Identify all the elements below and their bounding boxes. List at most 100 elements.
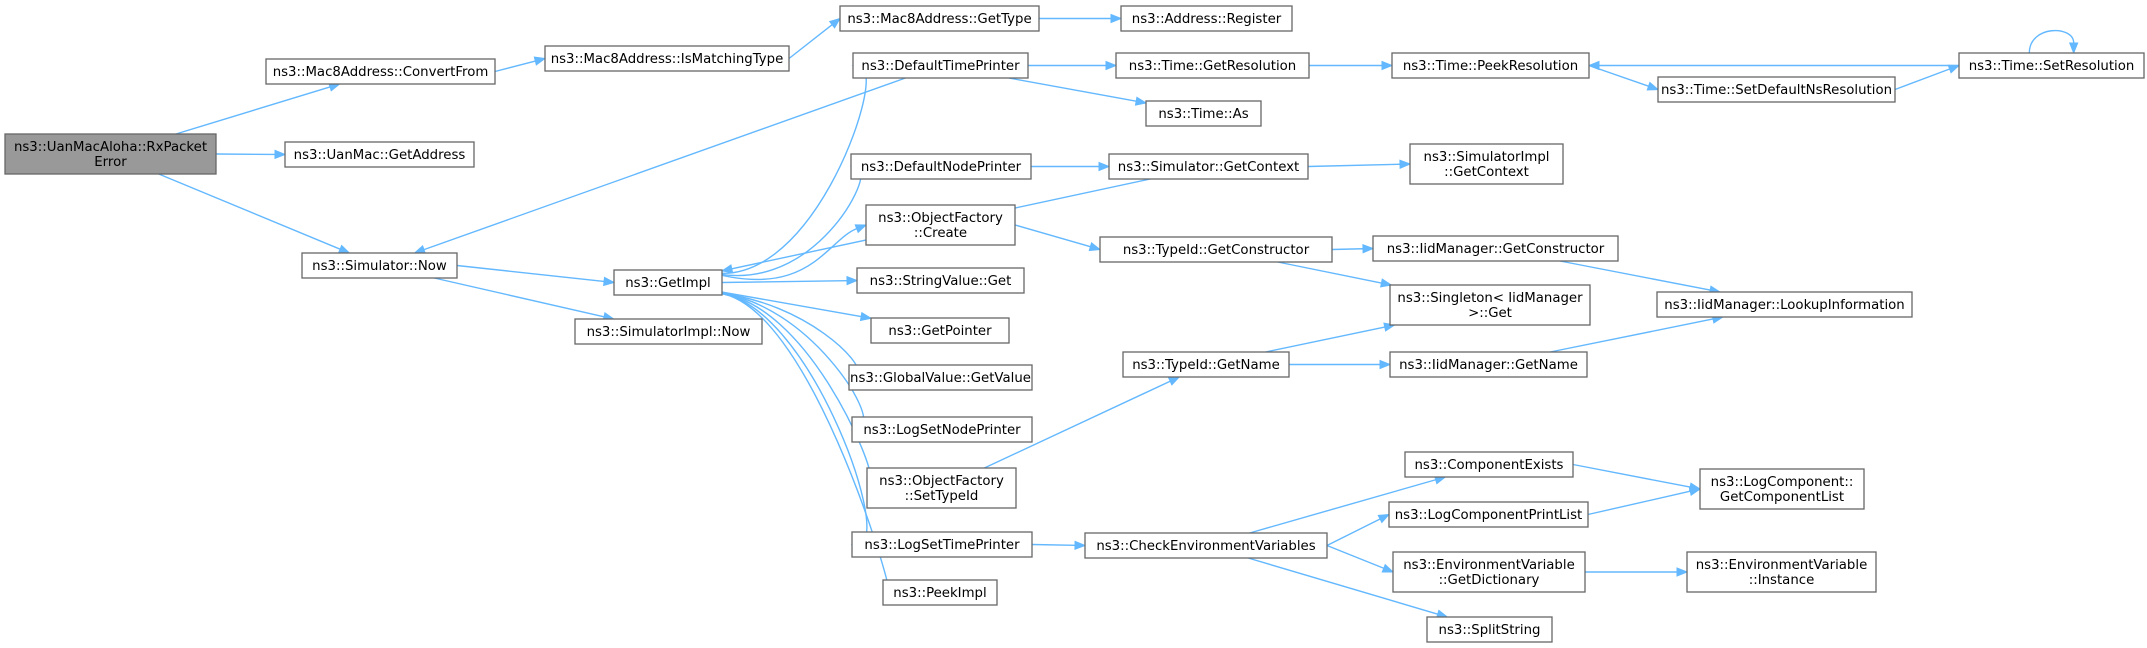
edge-line [1572,463,1691,488]
edge-envgetdict-to-envinstance [1585,567,1689,577]
node-deftimeprinter[interactable]: ns3::DefaultTimePrinter [852,52,1029,79]
node-label: ns3::StringValue::Get [870,274,1012,289]
node-ismatching[interactable]: ns3::Mac8Address::IsMatchingType [544,45,790,72]
node-setdefaultns[interactable]: ns3::Time::SetDefaultNsResolution [1657,76,1896,103]
node-gettype[interactable]: ns3::Mac8Address::GetType [839,5,1040,32]
node-label: ns3::Mac8Address::IsMatchingType [551,52,784,67]
edge-arrowhead [1381,60,1394,71]
node-box [1389,284,1591,326]
node-simgetcontext[interactable]: ns3::Simulator::GetContext [1108,153,1309,180]
node-box [1145,100,1262,127]
node-label: ::Instance [1749,573,1815,588]
edge-arrowhead [1587,60,1600,71]
node-label: ns3::LogComponentPrintList [1395,508,1583,523]
node-box [882,579,998,606]
node-label: ns3::Simulator::GetContext [1118,160,1299,175]
edge-arrowhead [1362,244,1375,254]
node-peekimpl[interactable]: ns3::PeekImpl [882,579,998,606]
edge-rx-to-convertfrom [175,82,341,135]
node-label: ns3::GetPointer [888,324,992,339]
node-ofsettypeid[interactable]: ns3::ObjectFactory::SetTypeId [866,467,1017,509]
edge-defnodeprinter-to-simgetcontext [1031,161,1111,172]
node-box [544,45,790,72]
node-box [1099,236,1333,263]
edge-arrowhead [1105,60,1118,71]
edge-rx-to-getaddress [215,149,287,160]
edge-arrowhead [1134,96,1148,106]
node-checkenv[interactable]: ns3::CheckEnvironmentVariables [1084,532,1328,559]
node-label: ns3::IidManager::LookupInformation [1664,298,1904,313]
edge-line [1559,260,1711,291]
node-label: ns3::DefaultNodePrinter [861,160,1022,175]
node-simimplgetcontext[interactable]: ns3::SimulatorImpl::GetContext [1409,143,1564,185]
edge-setresolution-to-peekresolution [1587,60,1959,71]
edge-arrowhead [1379,359,1392,370]
node-typeidgetname[interactable]: ns3::TypeId::GetName [1122,351,1290,378]
edge-convertfrom-to-ismatching [494,56,547,73]
edge-arrowhead [1676,567,1689,577]
node-lookupinfo[interactable]: ns3::IidManager::LookupInformation [1656,291,1913,318]
node-timeas[interactable]: ns3::Time::As [1145,100,1262,127]
node-envgetdict[interactable]: ns3::EnvironmentVariable::GetDictionary [1392,551,1586,593]
edge-line [1326,518,1381,547]
node-getpointer[interactable]: ns3::GetPointer [870,317,1010,344]
node-box [839,5,1040,32]
node-box [1391,52,1590,79]
node-label: ns3::SimulatorImpl [1424,150,1550,165]
node-label: ns3::LogComponent:: [1711,475,1854,490]
node-label: ns3::UanMacAloha::RxPacket [14,140,207,155]
edge-line [1247,557,1438,615]
node-getresolution[interactable]: ns3::Time::GetResolution [1115,52,1310,79]
node-getcomponentlist[interactable]: ns3::LogComponent::GetComponentList [1699,468,1865,510]
edge-line [701,68,867,274]
node-simnow[interactable]: ns3::Simulator::Now [301,252,458,279]
edge-simnow-to-getimpl [456,264,616,287]
node-label: ns3::DefaultTimePrinter [861,59,1020,74]
node-logsetnodeprinter[interactable]: ns3::LogSetNodePrinter [851,416,1033,443]
node-label: ns3::IidManager::GetConstructor [1387,242,1605,257]
edge-arrowhead [337,244,351,254]
node-simimplnow[interactable]: ns3::SimulatorImpl::Now [574,318,763,345]
node-box [848,364,1033,391]
node-ofcreate[interactable]: ns3::ObjectFactory::Create [865,204,1016,246]
node-label: ns3::Singleton< IidManager [1397,291,1583,306]
node-convertfrom[interactable]: ns3::Mac8Address::ConvertFrom [265,58,496,85]
node-iidgetname[interactable]: ns3::IidManager::GetName [1389,351,1588,378]
node-label: ns3::ComponentExists [1414,458,1563,473]
node-defnodeprinter[interactable]: ns3::DefaultNodePrinter [850,153,1032,180]
edge-arrowhead [1380,278,1393,288]
node-getimpl[interactable]: ns3::GetImpl [613,269,723,296]
node-label: ns3::Simulator::Now [312,259,447,274]
node-componentexists[interactable]: ns3::ComponentExists [1404,451,1574,478]
node-peekresolution[interactable]: ns3::Time::PeekResolution [1391,52,1590,79]
node-label: ::GetContext [1444,165,1529,180]
node-stringvalueget[interactable]: ns3::StringValue::Get [856,267,1025,294]
node-singletonget[interactable]: ns3::Singleton< IidManager>::Get [1389,284,1591,326]
node-box [1388,501,1589,528]
edge-logsettimeprinter-to-checkenv [1031,540,1087,551]
edge-line [717,292,868,542]
node-register[interactable]: ns3::Address::Register [1120,5,1293,32]
node-logcomponentprintlist[interactable]: ns3::LogComponentPrintList [1388,501,1589,528]
node-getaddress[interactable]: ns3::UanMac::GetAddress [284,141,475,168]
node-envinstance[interactable]: ns3::EnvironmentVariable::Instance [1686,551,1877,593]
node-box [1389,351,1588,378]
node-setresolution[interactable]: ns3::Time::SetResolution [1958,52,2145,79]
node-box [1108,153,1309,180]
node-label: GetComponentList [1720,490,1844,505]
node-label: ns3::Time::SetDefaultNsResolution [1661,83,1892,98]
node-splitstring[interactable]: ns3::SplitString [1426,616,1553,643]
node-logsettimeprinter[interactable]: ns3::LogSetTimePrinter [851,531,1033,558]
node-getconstructor[interactable]: ns3::TypeId::GetConstructor [1099,236,1333,263]
node-iidgetconstructor[interactable]: ns3::IidManager::GetConstructor [1372,235,1619,262]
edge-line [1326,544,1384,569]
edge-simgetcontext-to-simimplgetcontext [1307,159,1412,169]
node-globalgetvalue[interactable]: ns3::GlobalValue::GetValue [848,364,1033,391]
edge-line [158,173,341,250]
edge-arrowhead [828,17,842,29]
node-box [865,204,1016,246]
edge-arrowhead [1381,563,1395,573]
edge-getimpl-to-ofcreate [701,224,868,281]
